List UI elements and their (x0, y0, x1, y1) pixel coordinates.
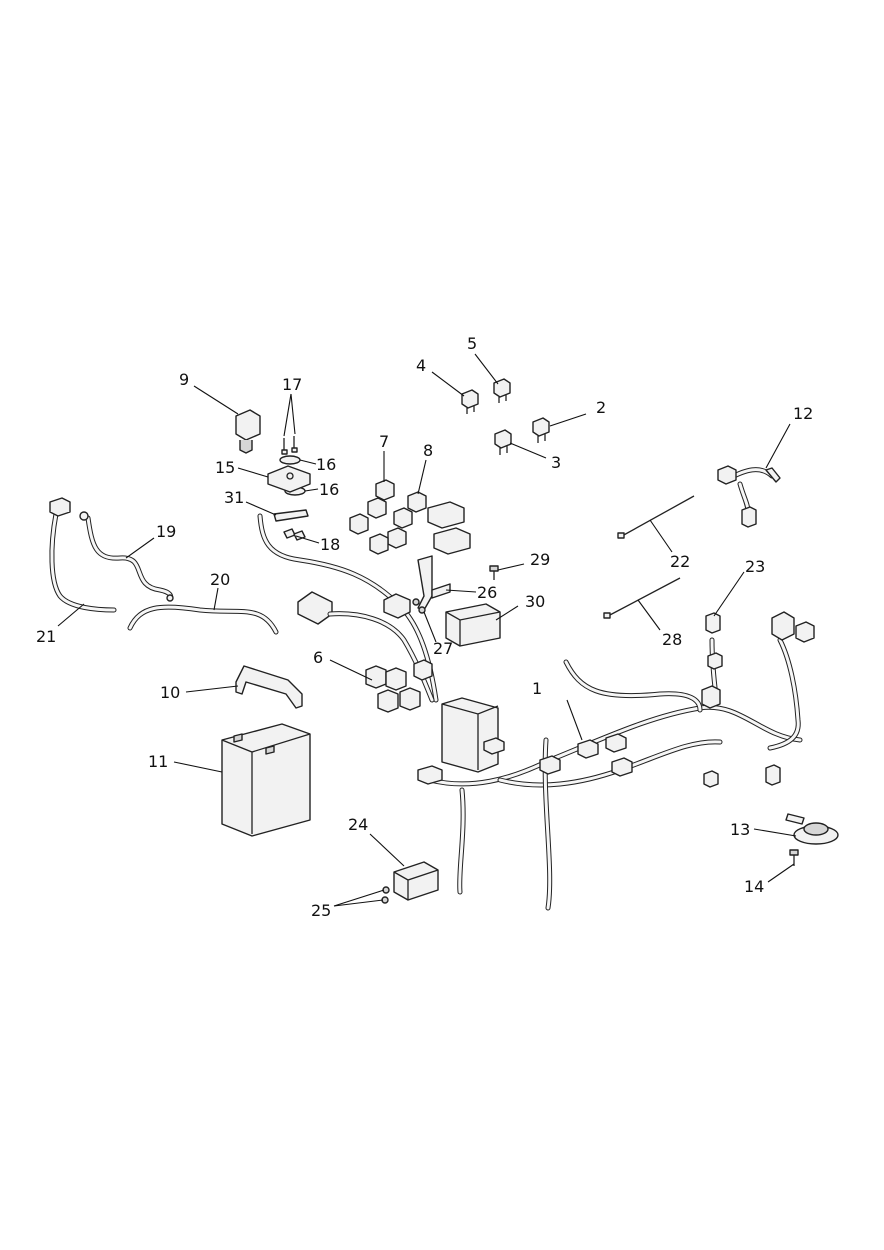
part-23-connector-lead (705, 612, 723, 699)
callout-19: 19 (156, 522, 176, 541)
part-1-main-harness (257, 513, 815, 911)
callout-7: 7 (379, 432, 389, 451)
part-15-mount (267, 465, 311, 493)
callout-23: 23 (745, 557, 765, 576)
callout-4: 4 (416, 356, 426, 375)
callout-27: 27 (433, 639, 453, 658)
part-19-lead (79, 511, 174, 602)
callout-26: 26 (477, 583, 497, 602)
part-3-fuse (494, 429, 512, 455)
part-27-screws (412, 598, 426, 614)
callout-16b: 16 (319, 480, 339, 499)
part-11-battery (221, 723, 311, 837)
part-7-8-relays (349, 479, 471, 555)
callout-22: 22 (670, 552, 690, 571)
callout-14: 14 (744, 877, 764, 896)
callout-10: 10 (160, 683, 180, 702)
part-25-screws (381, 886, 390, 904)
callout-5: 5 (467, 334, 477, 353)
callout-16a: 16 (316, 455, 336, 474)
part-17-bolts (281, 436, 298, 455)
callout-13: 13 (730, 820, 750, 839)
part-20-lead (127, 604, 279, 635)
callout-21: 21 (36, 627, 56, 646)
part-6-relay-cluster (365, 665, 421, 713)
part-10-battery-strap (235, 665, 303, 709)
callout-24: 24 (348, 815, 368, 834)
callout-15: 15 (215, 458, 235, 477)
callout-20: 20 (210, 570, 230, 589)
callout-labels: 1 2 3 4 5 6 7 8 9 10 11 12 13 14 15 16 1… (36, 334, 813, 920)
part-30-module (445, 603, 501, 647)
callout-12: 12 (793, 404, 813, 423)
callout-8: 8 (423, 441, 433, 460)
callout-1: 1 (532, 679, 542, 698)
callout-6: 6 (313, 648, 323, 667)
callout-9: 9 (179, 370, 189, 389)
part-4-fuse (461, 389, 479, 414)
leader-lines (57, 353, 797, 907)
part-12-sensor-harness (717, 465, 781, 528)
callout-25: 25 (311, 901, 331, 920)
callout-2: 2 (596, 398, 606, 417)
part-9-sensor (235, 409, 261, 454)
callout-31: 31 (224, 488, 244, 507)
part-31-plate (273, 509, 309, 522)
callout-18: 18 (320, 535, 340, 554)
callout-11: 11 (148, 752, 168, 771)
part-29-screw (489, 565, 499, 580)
callout-28: 28 (662, 630, 682, 649)
part-21-lead (49, 497, 117, 613)
callout-30: 30 (525, 592, 545, 611)
callout-29: 29 (530, 550, 550, 569)
callout-3: 3 (551, 453, 561, 472)
part-22-cable-tie (617, 495, 695, 539)
part-2-fuse (532, 417, 550, 443)
callout-17: 17 (282, 375, 302, 394)
part-13-horn (785, 813, 839, 845)
part-26-bracket (417, 555, 451, 611)
part-14-bolt (789, 849, 799, 866)
part-28-cable-tie (603, 577, 681, 619)
part-24-cover (393, 861, 439, 901)
